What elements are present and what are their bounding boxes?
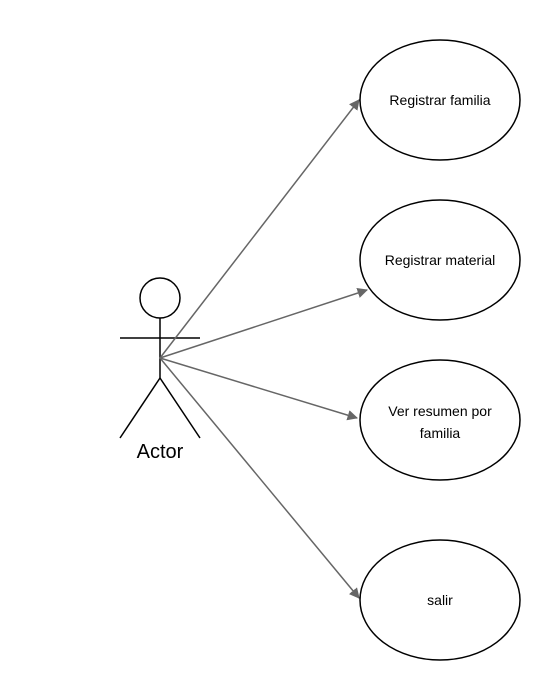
use-case-registrar-familia[interactable]: Registrar familia — [359, 39, 521, 161]
use-case-label-line-2: familia — [420, 425, 461, 441]
associations — [159, 99, 368, 599]
association-registrar-material — [159, 287, 368, 359]
use-case-ellipse — [359, 539, 521, 661]
use-case-label: Registrar familia — [389, 92, 490, 108]
actor-head — [139, 277, 181, 319]
association-registrar-familia — [159, 99, 360, 359]
use-case-ver-resumen-por-familia[interactable]: Ver resumen por familia — [359, 359, 521, 481]
use-case-ellipse — [359, 199, 521, 321]
use-case-ellipse — [359, 39, 521, 161]
actor-right-leg — [159, 377, 201, 439]
actor-label: Actor — [137, 441, 184, 463]
use-case-salir[interactable]: salir — [359, 539, 521, 661]
association-salir — [159, 357, 360, 599]
use-case-label: salir — [427, 592, 453, 608]
use-case-label: Registrar material — [385, 252, 495, 268]
use-case-registrar-material[interactable]: Registrar material — [359, 199, 521, 321]
use-case-ellipse — [359, 359, 521, 481]
actor-left-leg — [119, 377, 161, 439]
use-case-label-line-1: Ver resumen por — [388, 403, 492, 419]
association-ver-resumen — [159, 357, 359, 421]
actor[interactable]: Actor — [119, 277, 201, 463]
